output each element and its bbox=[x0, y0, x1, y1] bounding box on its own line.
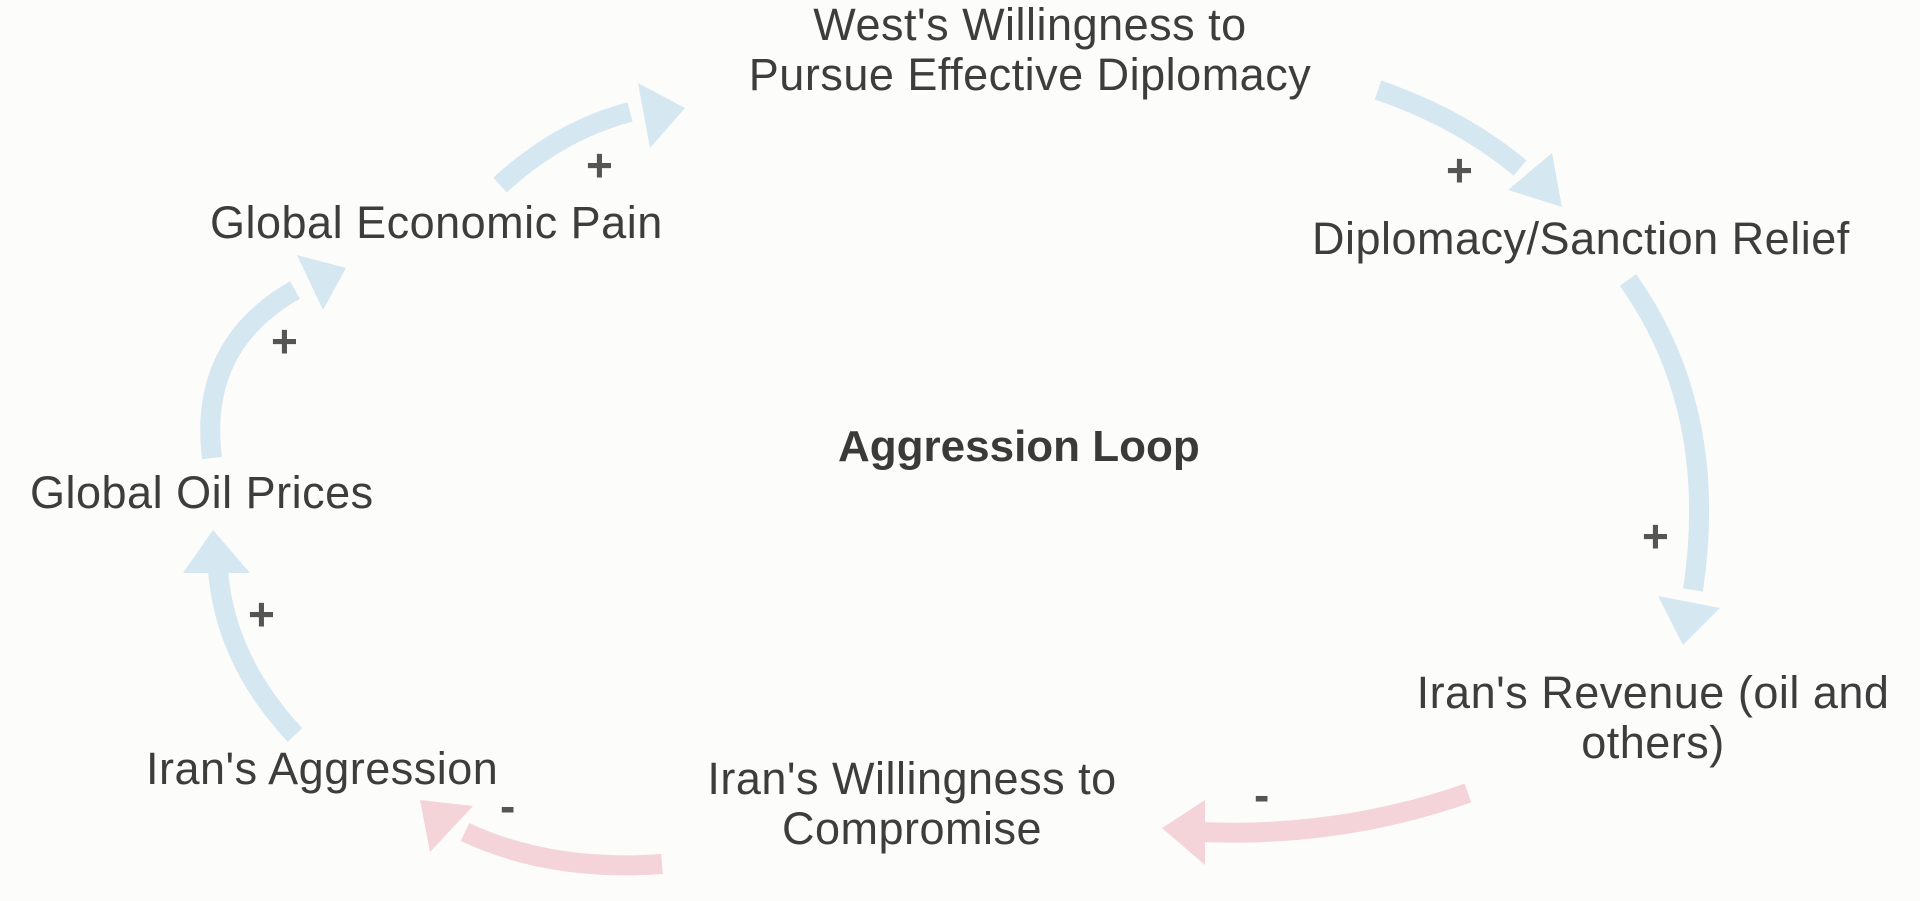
arrowhead-west-willingness bbox=[638, 83, 685, 148]
polarity-aggression-to-oil: + bbox=[248, 588, 275, 640]
node-economic-pain: Global Economic Pain bbox=[210, 197, 663, 248]
arrowhead-diplomacy-relief bbox=[1508, 153, 1562, 207]
node-iran-revenue: Iran's Revenue (oil and others) bbox=[1398, 668, 1908, 768]
arrowhead-oil-prices bbox=[183, 530, 250, 573]
arrowhead-economic-pain bbox=[297, 255, 346, 310]
polarity-oil-to-economic-pain: + bbox=[271, 315, 298, 367]
link-west-willingness-to-diplomacy-relief bbox=[1374, 80, 1527, 176]
node-iran-aggression: Iran's Aggression bbox=[146, 743, 499, 794]
node-oil-prices: Global Oil Prices bbox=[30, 467, 374, 518]
link-oil-prices-to-economic-pain bbox=[200, 281, 301, 460]
node-iran-compromise-line2: Compromise bbox=[781, 803, 1043, 854]
polarity-west-to-diplomacy: + bbox=[1446, 144, 1473, 196]
link-iran-revenue-to-iran-compromise bbox=[1199, 783, 1472, 843]
node-diplomacy-relief: Diplomacy/Sanction Relief bbox=[1312, 213, 1850, 264]
node-west-willingness-line1: West's Willingness to bbox=[813, 0, 1247, 50]
link-diplomacy-relief-to-iran-revenue bbox=[1619, 274, 1710, 592]
polarity-revenue-to-compromise: - bbox=[1254, 769, 1270, 821]
arrowhead-iran-aggression bbox=[420, 800, 473, 852]
polarity-compromise-to-aggression: - bbox=[500, 780, 516, 832]
node-iran-compromise: Iran's Willingness to Compromise bbox=[672, 754, 1152, 854]
arrowhead-iran-revenue bbox=[1658, 596, 1720, 645]
node-west-willingness: West's Willingness to Pursue Effective D… bbox=[710, 0, 1350, 100]
polarity-economic-pain-to-west: + bbox=[586, 139, 613, 191]
node-west-willingness-line2: Pursue Effective Diplomacy bbox=[748, 49, 1312, 100]
link-economic-pain-to-west-willingness bbox=[493, 102, 633, 193]
link-iran-aggression-to-oil-prices bbox=[208, 569, 303, 742]
node-iran-compromise-line1: Iran's Willingness to bbox=[707, 753, 1117, 804]
node-iran-revenue-line2: others) bbox=[1581, 717, 1725, 768]
link-iran-compromise-to-iran-aggression bbox=[460, 822, 663, 876]
arrowhead-iran-compromise bbox=[1162, 800, 1205, 865]
node-iran-revenue-line1: Iran's Revenue (oil and bbox=[1416, 667, 1890, 718]
diagram-title: Aggression Loop bbox=[838, 422, 1200, 471]
polarity-diplomacy-to-revenue: + bbox=[1642, 510, 1669, 562]
